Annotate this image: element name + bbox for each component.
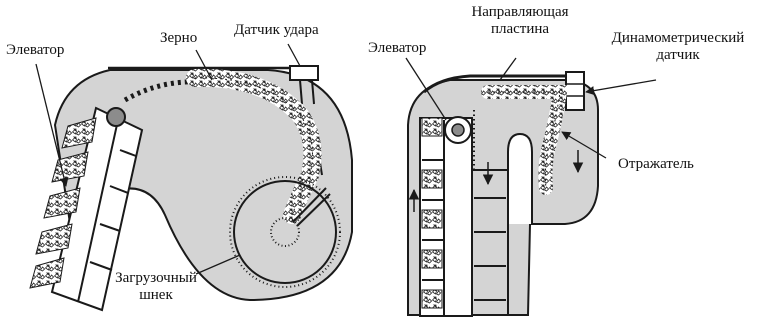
loading-auger-label-line2: шнек [96, 287, 216, 304]
grain-label: Зерно [160, 30, 197, 47]
guide-plate-label: Направляющая пластина [458, 4, 582, 38]
left-elevator-label: Элеватор [6, 42, 64, 59]
load-cell-label-line1: Динамометрический [600, 30, 756, 47]
right-panel [408, 72, 598, 316]
right-elevator-label: Элеватор [368, 40, 426, 57]
loading-auger-label-line1: Загрузочный [96, 270, 216, 287]
guide-plate-label-line2: пластина [458, 21, 582, 38]
loading-auger-label: Загрузочный шнек [96, 270, 216, 304]
guide-plate-label-line1: Направляющая [458, 4, 582, 21]
impact-sensor-label: Датчик удара [234, 22, 319, 39]
right-inner-slot [508, 134, 532, 224]
impact-sensor-plate [290, 66, 318, 80]
deflector-label: Отражатель [618, 156, 694, 173]
left-top-sprocket [107, 108, 125, 126]
load-cell-label-line2: датчик [600, 47, 756, 64]
load-cell-block [566, 72, 584, 110]
load-cell-label: Динамометрический датчик [600, 30, 756, 64]
